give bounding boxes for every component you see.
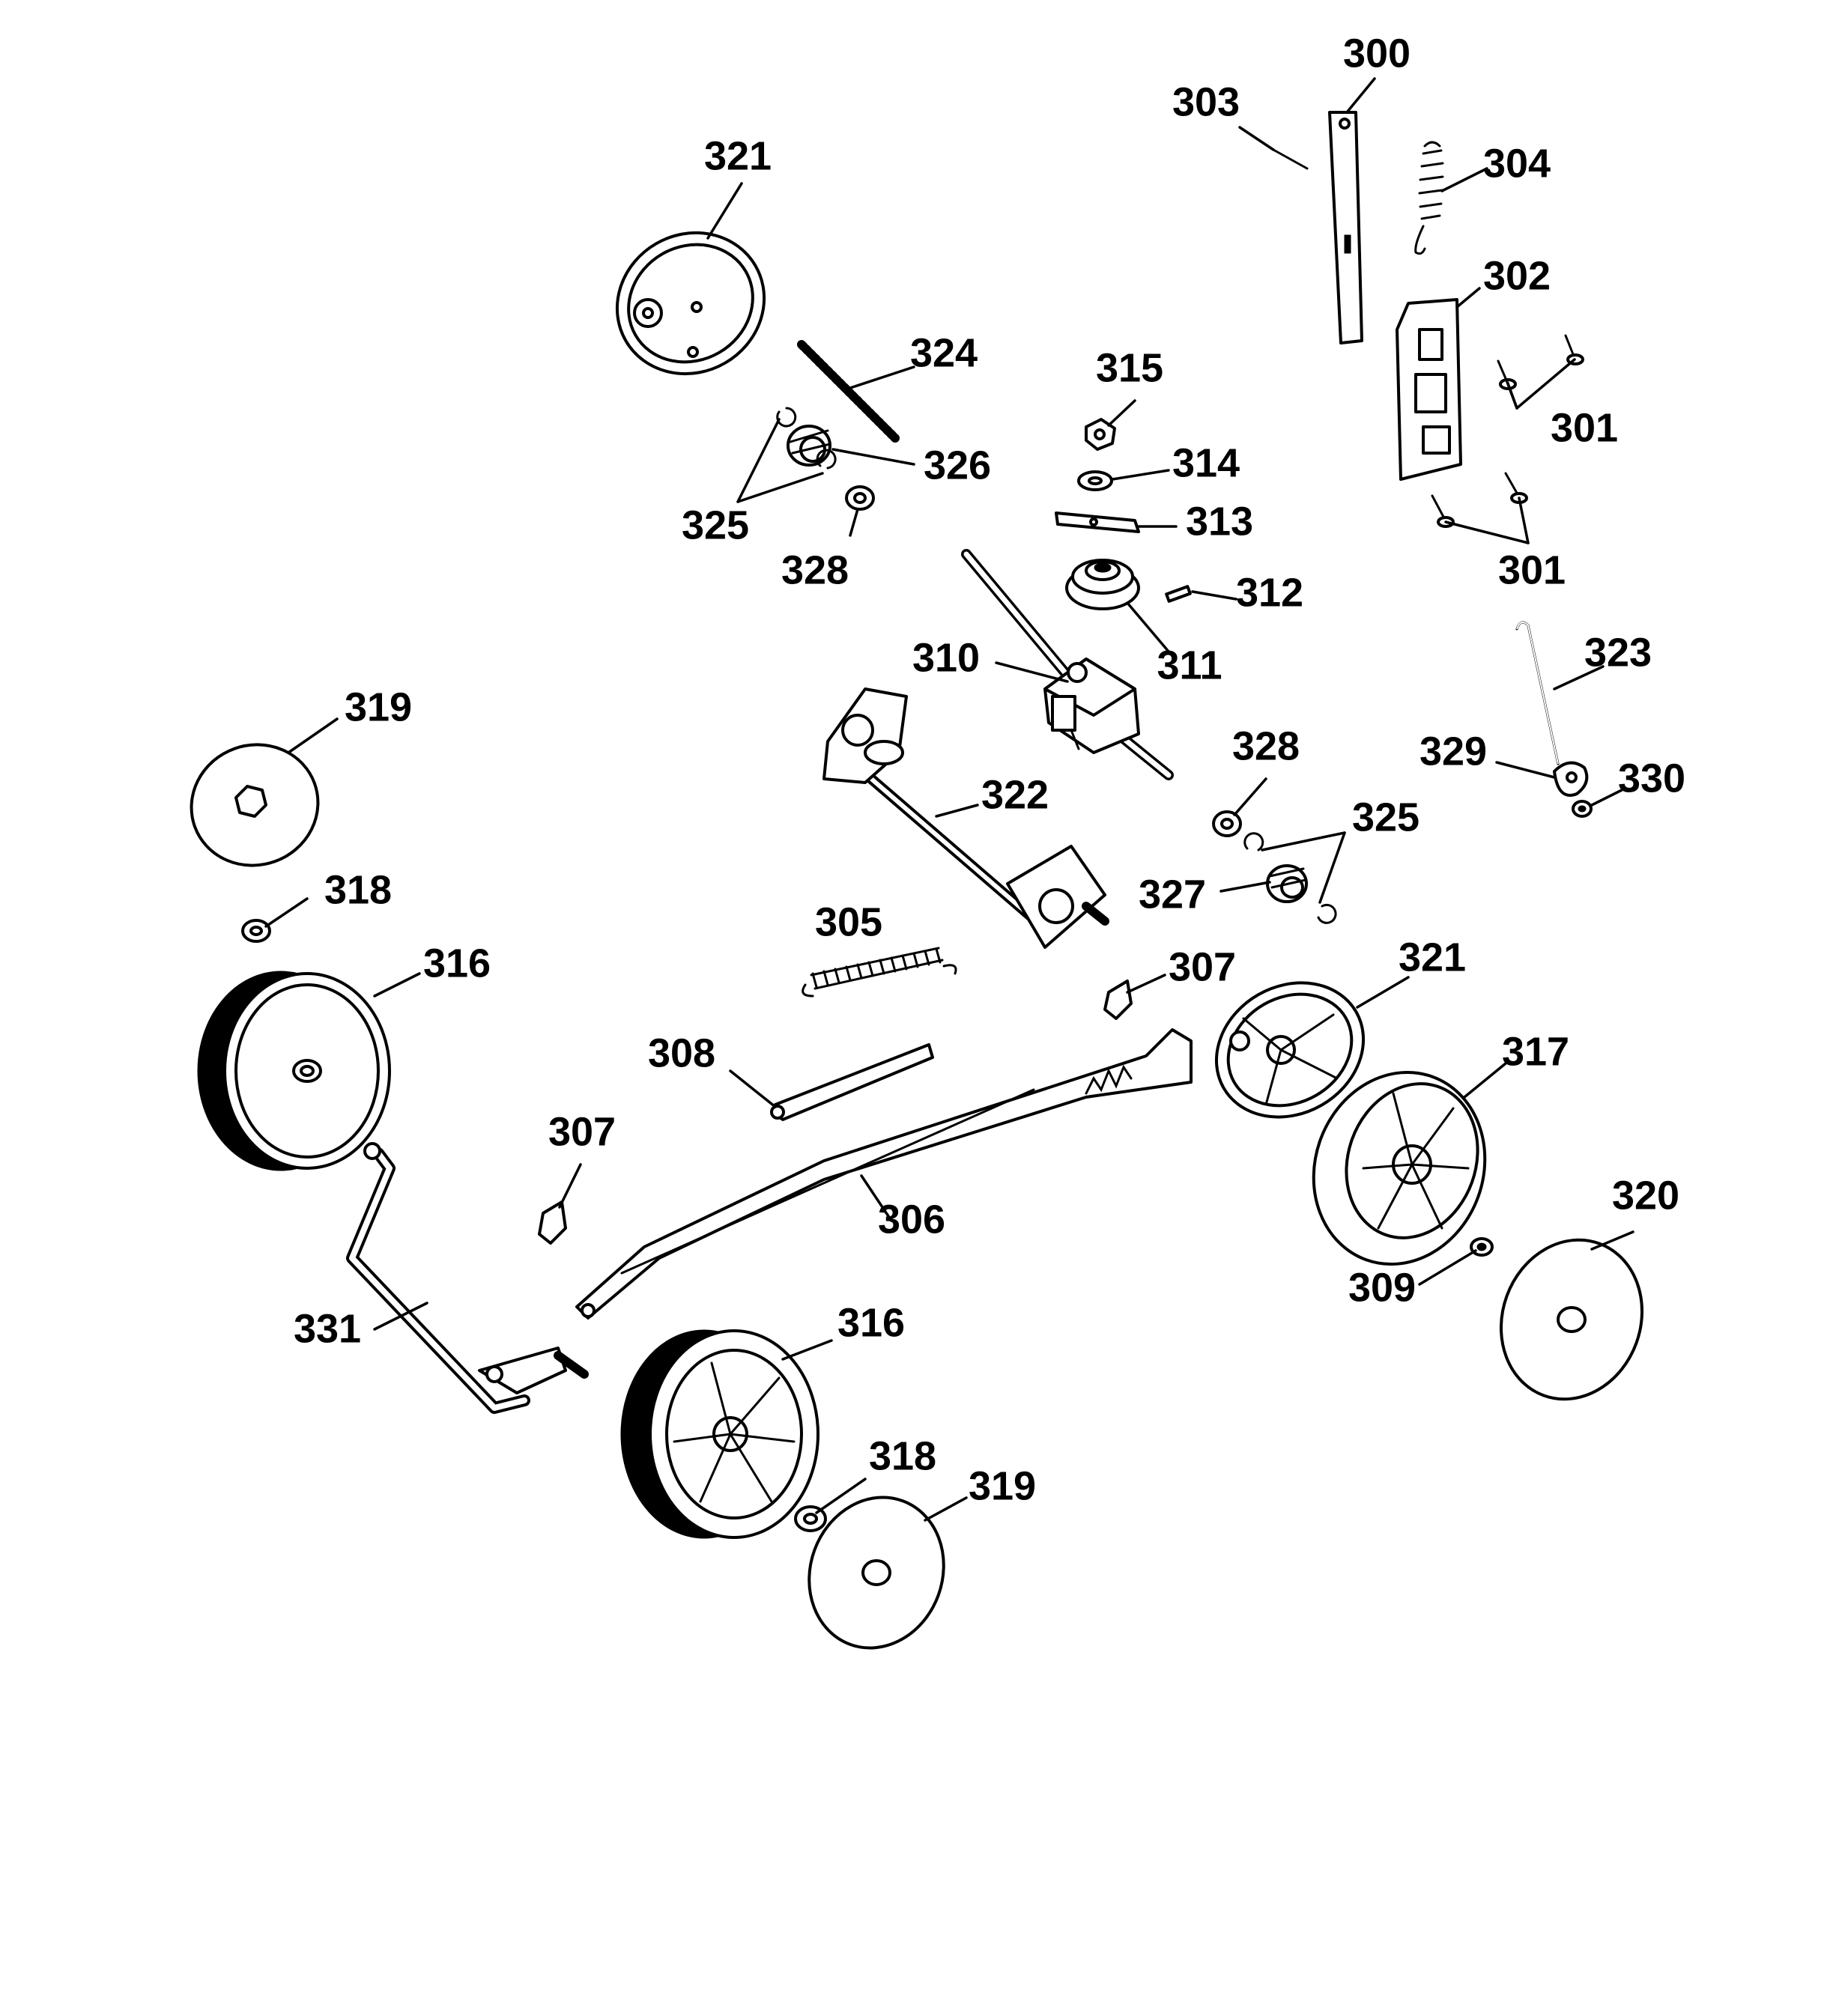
- callout-305: 305: [815, 899, 882, 944]
- part-329-plate: [1553, 761, 1589, 797]
- callout-311: 311: [1157, 643, 1222, 687]
- part-331-front-axle-rod: [346, 1142, 589, 1414]
- part-307-clip-lower: [538, 1200, 567, 1245]
- callout-320: 320: [1612, 1173, 1679, 1218]
- callout-331: 331: [294, 1306, 361, 1351]
- callout-317: 317: [1502, 1029, 1569, 1074]
- part-317-rear-wheel: [1312, 1070, 1487, 1266]
- part-301-bolts: [1431, 334, 1584, 528]
- leader-lines: [264, 77, 1634, 1522]
- callout-308: 308: [648, 1030, 715, 1075]
- part-328-washer-upper: [845, 485, 875, 511]
- callout-307-a: 307: [1169, 944, 1236, 989]
- part-316-wheel-upper: [197, 971, 391, 1171]
- callout-321-a: 321: [704, 133, 772, 178]
- part-318-nut-upper: [241, 919, 271, 943]
- callout-328-b: 328: [1232, 723, 1300, 768]
- callout-302: 302: [1483, 253, 1551, 298]
- part-324-threaded-rod: [797, 340, 900, 443]
- callout-318-a: 318: [324, 867, 392, 912]
- part-325-clips-lower: [1243, 832, 1337, 924]
- callout-314: 314: [1172, 440, 1240, 485]
- part-312-key: [1165, 585, 1192, 603]
- callout-310: 310: [912, 635, 980, 680]
- callout-326: 326: [924, 443, 991, 488]
- callout-316-a: 316: [423, 941, 491, 986]
- part-321-upper-drive-disc: [615, 231, 766, 376]
- part-327-pinion-gear: [1266, 864, 1308, 903]
- callout-301-a: 301: [1551, 405, 1618, 450]
- callout-306: 306: [878, 1197, 945, 1242]
- part-320-hubcap: [1499, 1238, 1644, 1401]
- callout-321-b: 321: [1399, 935, 1466, 980]
- callout-301-b: 301: [1498, 547, 1566, 592]
- part-309-screw: [1470, 1237, 1494, 1257]
- callout-312: 312: [1236, 570, 1303, 615]
- callout-309: 309: [1348, 1265, 1416, 1310]
- part-315-nut: [1085, 418, 1116, 451]
- part-323-rod: [1515, 621, 1560, 765]
- part-319-hubcap-upper: [190, 743, 320, 867]
- callout-330: 330: [1618, 756, 1685, 801]
- part-305-spring: [802, 947, 957, 998]
- callout-322: 322: [981, 772, 1049, 817]
- part-310-gearbox: [961, 549, 1174, 780]
- callout-304: 304: [1483, 141, 1551, 186]
- callout-318-b: 318: [869, 1433, 936, 1478]
- part-314-washer: [1077, 470, 1113, 491]
- callout-319-b: 319: [969, 1463, 1036, 1508]
- part-306-height-arm: [575, 1028, 1193, 1320]
- callout-316-b: 316: [837, 1300, 905, 1345]
- callout-325-b: 325: [1352, 795, 1420, 840]
- part-319-hubcap-lower: [808, 1496, 945, 1650]
- callout-313: 313: [1186, 499, 1253, 544]
- part-302-bracket-plate: [1396, 298, 1462, 481]
- part-325-clips-upper: [776, 407, 837, 470]
- part-313-plate: [1055, 511, 1140, 533]
- part-330-nut: [1572, 800, 1593, 818]
- callout-324: 324: [910, 330, 978, 375]
- part-307-clip-upper: [1103, 980, 1133, 1020]
- part-316-wheel-lower: [620, 1329, 819, 1539]
- callout-325-a: 325: [682, 503, 749, 547]
- callout-327: 327: [1139, 872, 1206, 917]
- callout-303: 303: [1172, 79, 1240, 124]
- callout-labels: 300 303 304 302 301 301 321 324 315 314 …: [294, 31, 1685, 1508]
- part-326-pinion-gear: [787, 425, 831, 467]
- callout-300: 300: [1343, 31, 1411, 76]
- callout-323: 323: [1584, 630, 1652, 675]
- part-311-pulley: [1065, 559, 1140, 610]
- part-321-lower-drive-disc: [1214, 981, 1366, 1119]
- callout-319-a: 319: [345, 684, 412, 729]
- part-303-pin: [1272, 148, 1309, 170]
- callout-329: 329: [1420, 729, 1487, 774]
- part-322-axle-assembly: [822, 687, 1109, 949]
- callout-307-b: 307: [548, 1109, 616, 1154]
- part-300-adjuster-bar: [1328, 111, 1363, 344]
- callout-328-a: 328: [781, 547, 849, 592]
- callout-315: 315: [1096, 345, 1163, 390]
- part-328-washer-lower: [1212, 810, 1242, 837]
- part-308-lever: [770, 1043, 934, 1121]
- part-304-spring: [1414, 141, 1444, 255]
